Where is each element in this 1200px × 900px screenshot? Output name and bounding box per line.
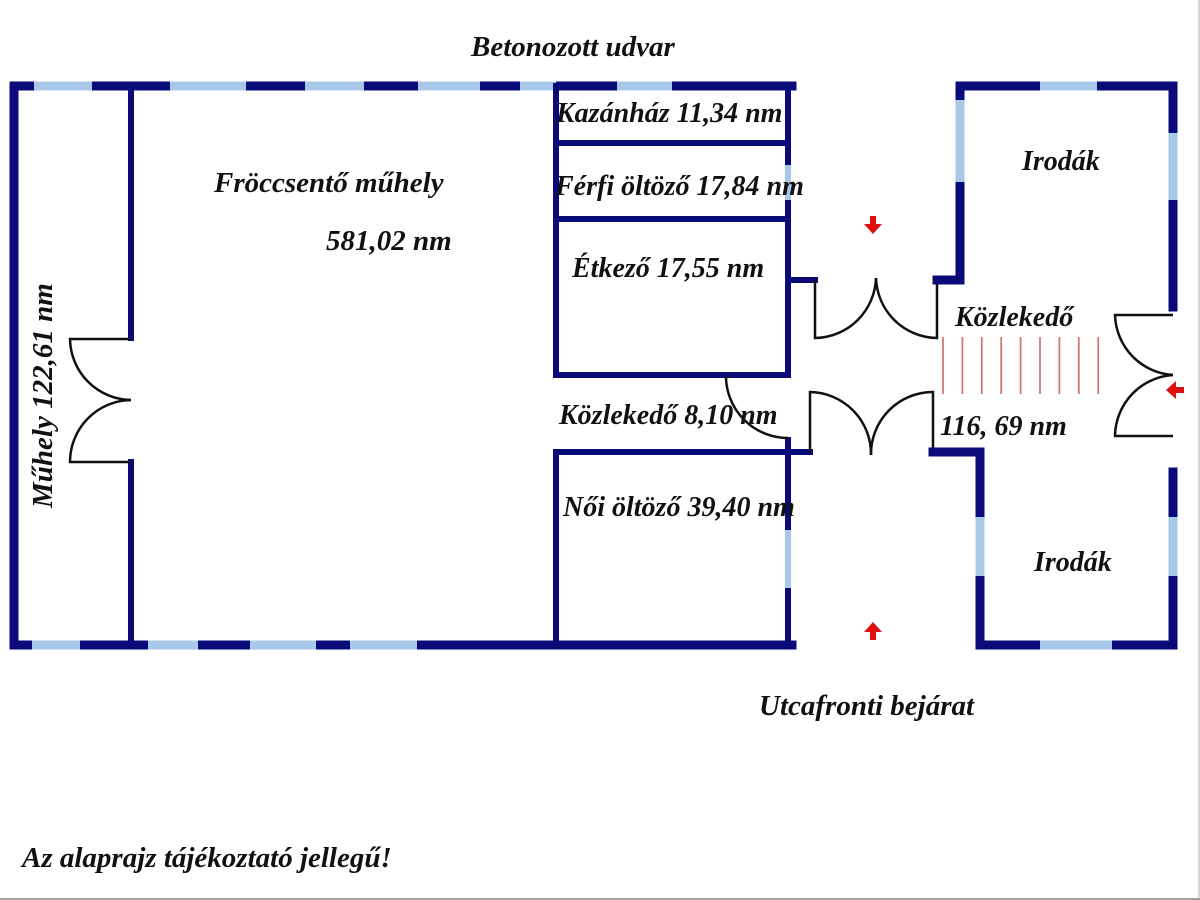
corridor-small-door xyxy=(724,374,789,440)
corridor-small-label: Közlekedő 8,10 nm xyxy=(558,400,778,431)
dining-label: Étkező 17,55 nm xyxy=(571,253,764,284)
stairs-icon xyxy=(942,337,1100,394)
womens-locker-label: Női öltöző 39,40 nm xyxy=(562,492,795,523)
corridor-main-area: 116, 69 nm xyxy=(940,411,1067,442)
boiler-room-label: Kazánház 11,34 nm xyxy=(555,98,782,129)
disclaimer-note: Az alaprajz tájékoztató jellegű! xyxy=(20,842,392,874)
offices-top-label: Irodák xyxy=(1021,146,1100,177)
street-entrance-label: Utcafronti bejárat xyxy=(759,690,975,722)
workshop-label: Műhely 122,61 nm xyxy=(27,283,59,509)
womens-locker-walls xyxy=(553,437,813,648)
arrow-left-icon xyxy=(1166,381,1184,399)
courtyard-label: Betonozott udvar xyxy=(470,31,676,63)
right-entrance-double-door xyxy=(1113,313,1174,438)
injection-room-name: Fröccsentő műhely xyxy=(213,167,444,199)
arrow-down-icon xyxy=(864,216,882,234)
arrow-up-icon xyxy=(864,622,882,640)
central-upper-double-door xyxy=(813,277,939,340)
offices-bottom-label: Irodák xyxy=(1033,547,1112,578)
corridor-main-name: Közlekedő xyxy=(954,302,1075,333)
workshop-double-door xyxy=(68,337,132,464)
image-frame-edge xyxy=(1198,0,1200,900)
injection-room-area: 581,02 nm xyxy=(326,225,452,257)
central-lower-double-door xyxy=(808,390,935,456)
right-building-windows xyxy=(955,81,1178,650)
service-rooms-walls xyxy=(553,83,818,378)
image-bottom-edge xyxy=(0,898,1200,900)
mens-locker-label: Férfi öltöző 17,84 nm xyxy=(554,171,804,202)
